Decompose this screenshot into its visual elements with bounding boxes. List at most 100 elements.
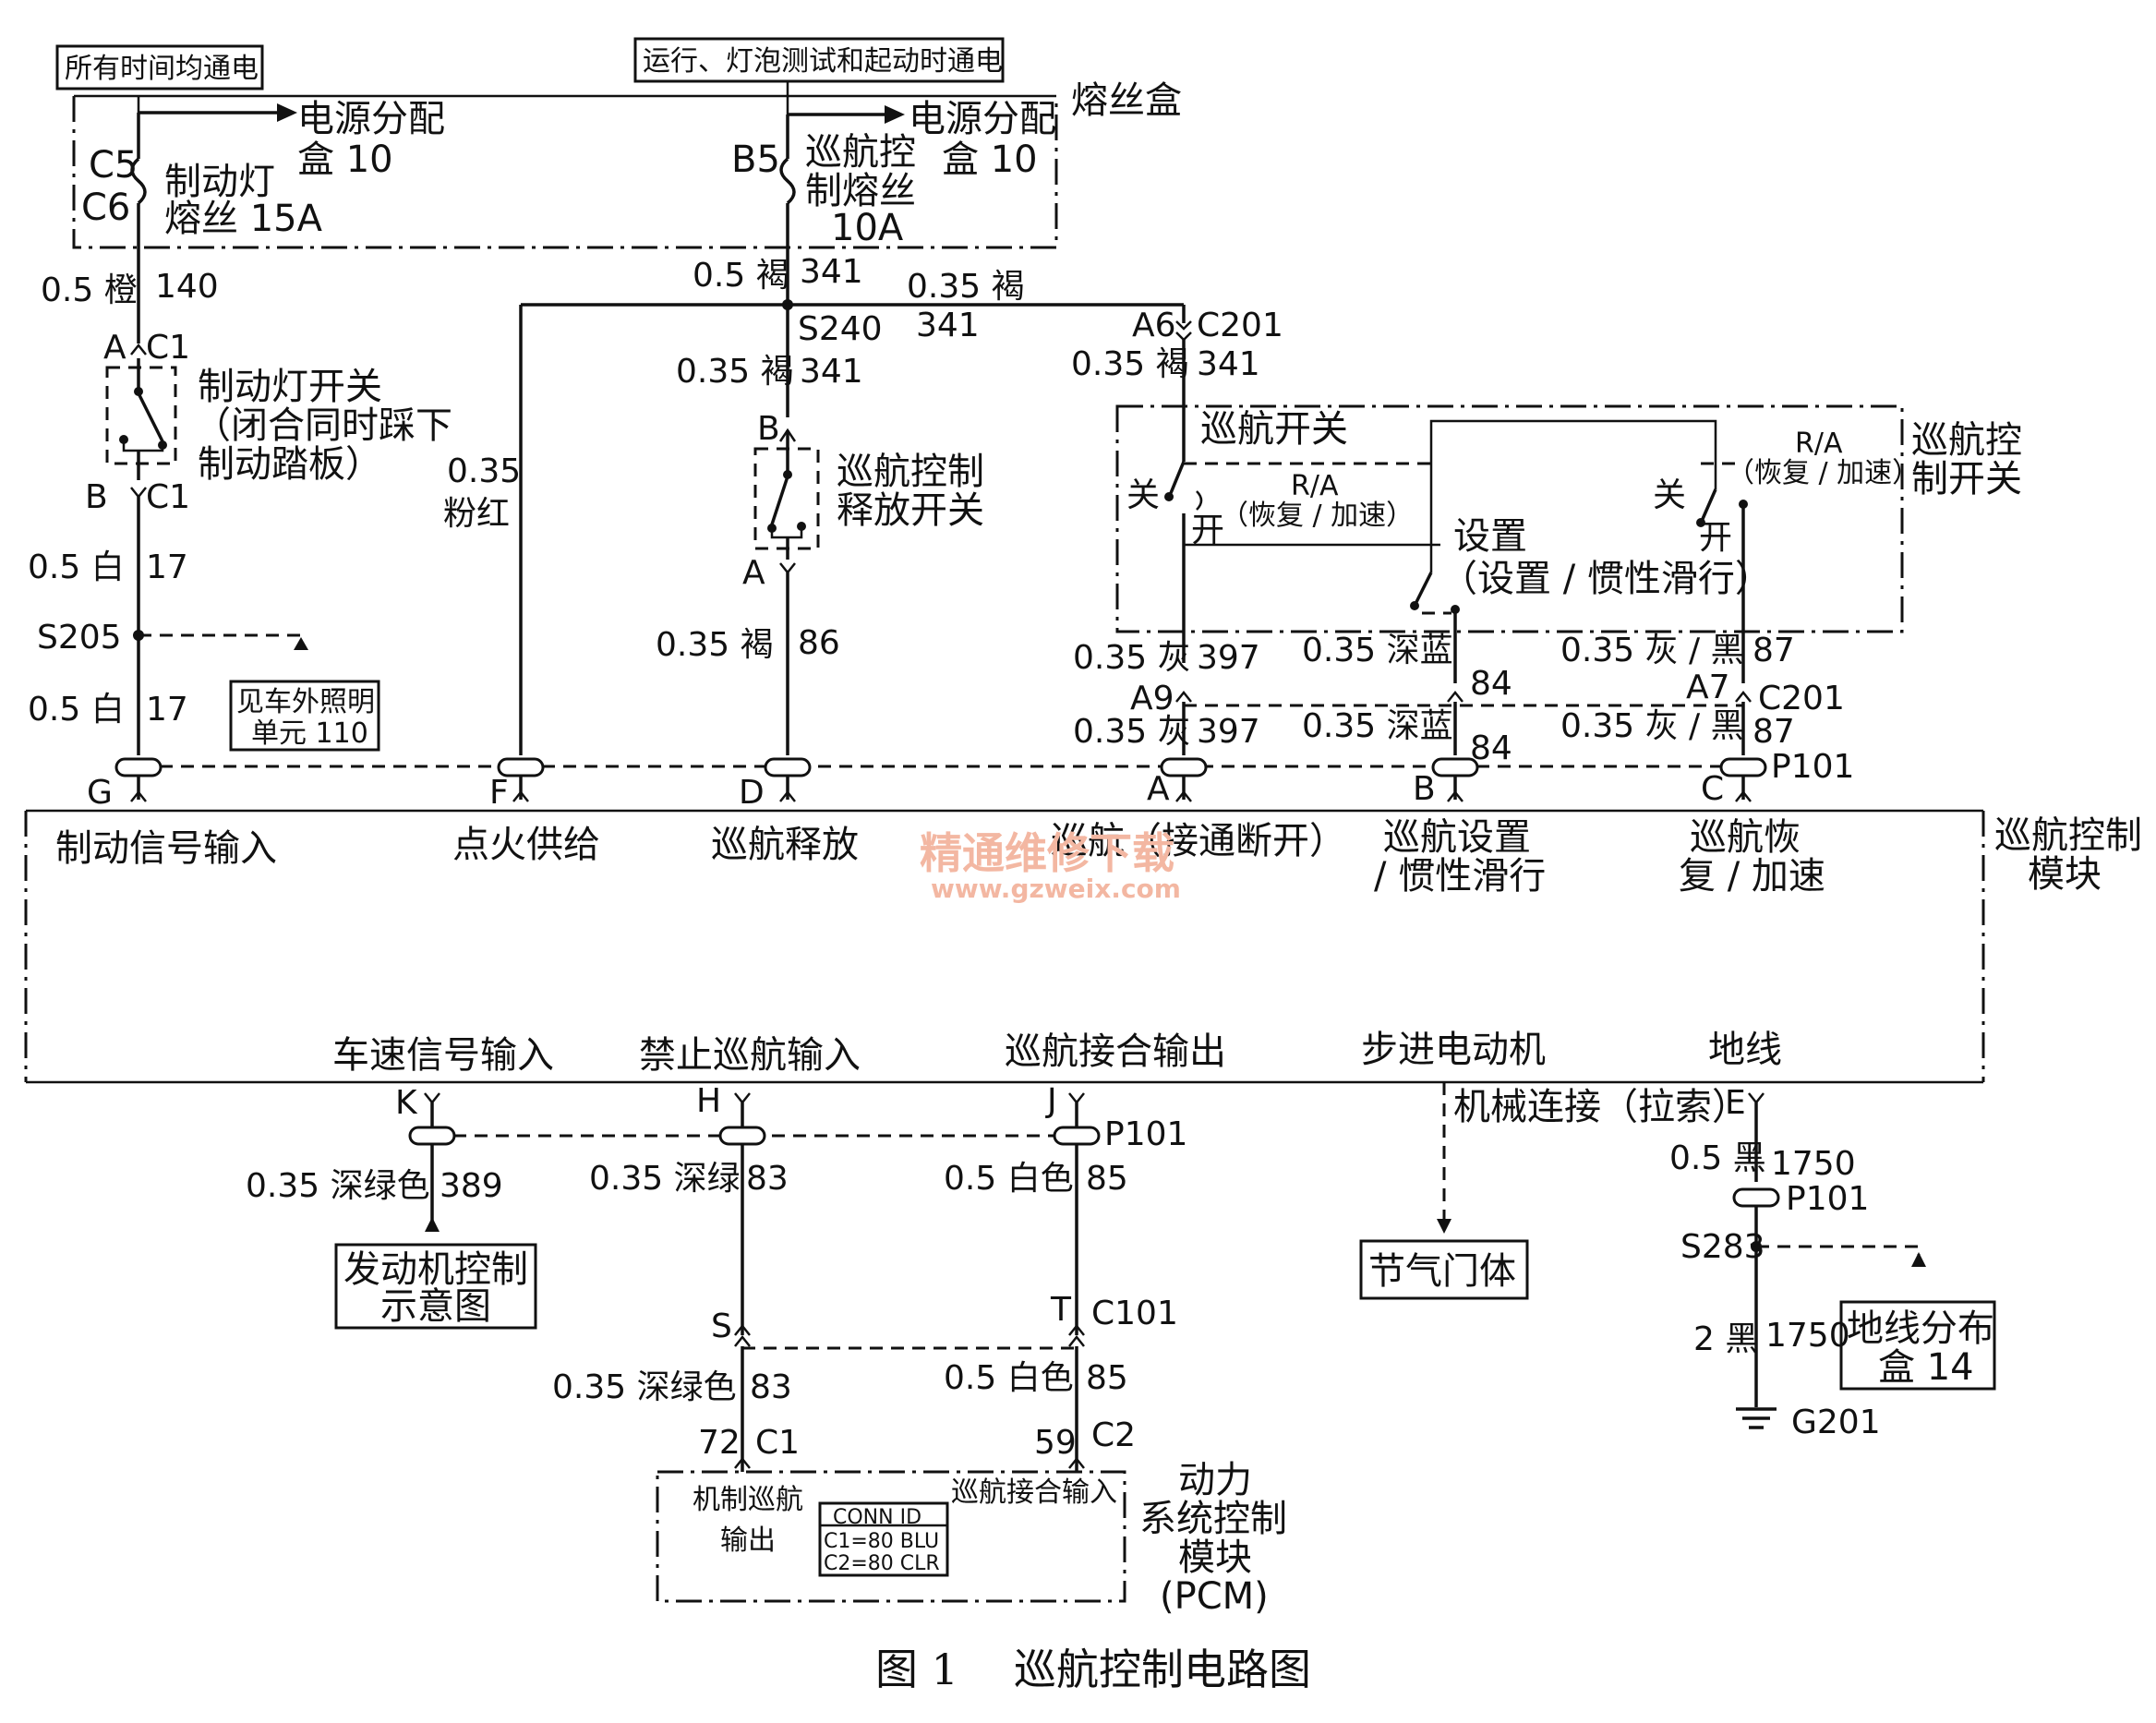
pcm-name-line2: 系统控制 bbox=[1139, 1498, 1287, 1540]
wire-389-color: 0.35 深绿色 bbox=[246, 1167, 430, 1205]
pin-b-label: B bbox=[1413, 770, 1436, 808]
cruise-switch-module-line2: 制开关 bbox=[1911, 458, 2022, 500]
brake-switch-housing bbox=[105, 366, 177, 465]
input-vehicle-speed: 车速信号输入 bbox=[332, 1034, 554, 1077]
fuse2-name-line3: 10A bbox=[831, 207, 904, 249]
set-contact-left bbox=[1410, 601, 1419, 610]
wire-83-a-number: 83 bbox=[746, 1160, 789, 1198]
wire-1750-a-color: 0.5 黑 bbox=[1669, 1139, 1766, 1177]
fuse2-name-line1: 巡航控 bbox=[805, 131, 916, 174]
run-hot-label: 运行、灯泡测试和起动时通电 bbox=[643, 45, 1003, 78]
mech-link-arrow bbox=[1437, 1219, 1451, 1234]
pcm-conn-c2: C2 bbox=[1091, 1416, 1136, 1454]
brake-switch-top-connector bbox=[130, 343, 147, 355]
input-inhibit: 禁止巡航输入 bbox=[639, 1034, 861, 1077]
release-switch-contact-right bbox=[797, 522, 806, 531]
set-blade bbox=[1415, 572, 1433, 603]
pin-h-label: H bbox=[696, 1082, 721, 1120]
s283-branch bbox=[1756, 1245, 1921, 1267]
lighting-ref-line2: 单元 110 bbox=[251, 717, 368, 750]
throttle-label: 节气门体 bbox=[1368, 1250, 1516, 1293]
mech-link-label: 机械连接（拉索） bbox=[1453, 1086, 1749, 1128]
release-switch-name-line1: 巡航控制 bbox=[837, 451, 984, 493]
brake-switch-name-line1: 制动灯开关 bbox=[198, 366, 382, 408]
pin-j-label: J bbox=[1045, 1082, 1057, 1120]
splice-s205-label: S205 bbox=[37, 619, 122, 657]
release-switch-contact-top bbox=[783, 470, 792, 479]
dist-box-1-line1: 电源分配 bbox=[297, 98, 445, 140]
wire-397-a-color: 0.35 灰 bbox=[1073, 639, 1191, 677]
ground-dist-box bbox=[1839, 1300, 1996, 1391]
ground-dist-line2: 盒 14 bbox=[1878, 1346, 1974, 1389]
input-release: 巡航释放 bbox=[711, 824, 859, 866]
connector-g-body bbox=[114, 757, 163, 777]
cruise-fuse-branch: 0.5 褐 341 S240 0.35 褐 341 0.35 粉红 0.35 褐… bbox=[443, 247, 1184, 755]
wire-87-a-number: 87 bbox=[1753, 632, 1795, 669]
fuse-box: 所有时间均通电 运行、灯泡测试和起动时通电 熔丝盒 电源分配 盒 10 电源分配… bbox=[55, 37, 1182, 249]
ground-branch: 0.5 黑 1750 P101 S283 地线分布 盒 14 2 黑 1750 … bbox=[1669, 1102, 1996, 1441]
pcm-housing bbox=[656, 1470, 1126, 1603]
c101-label: C101 bbox=[1091, 1295, 1178, 1332]
connector-k-body bbox=[408, 1126, 456, 1146]
input-ignition: 点火供给 bbox=[452, 824, 600, 866]
pin-k-label: K bbox=[395, 1084, 418, 1122]
brake-switch-branch: 0.5 橙 140 A C1 制动灯开关 （闭合同时踩下 制动踏板） B C1 … bbox=[28, 247, 452, 755]
ra-2-label: R/A bbox=[1795, 428, 1843, 460]
wire-1750-b-color: 2 黑 bbox=[1693, 1320, 1758, 1358]
pcm-name-line3: 模块 bbox=[1178, 1536, 1252, 1579]
input-ra-line1: 巡航恢 bbox=[1690, 816, 1801, 859]
run-hot-box bbox=[633, 37, 1005, 83]
onoff-off-label: 关 bbox=[1126, 476, 1160, 514]
release-switch-blade bbox=[770, 476, 789, 525]
ra-2-desc: （恢复 / 加速） bbox=[1727, 457, 1920, 489]
module-ground-label: 地线 bbox=[1708, 1029, 1782, 1071]
wire-87-b-color: 0.35 灰 / 黑 bbox=[1560, 707, 1744, 745]
c201-name: C201 bbox=[1758, 680, 1845, 717]
wire-389-arrow bbox=[425, 1217, 440, 1232]
internal-bridge bbox=[1429, 419, 1717, 545]
stepper-link: 机械连接（拉索） 节气门体 bbox=[1359, 1082, 1749, 1300]
wire-86-color: 0.35 褐 bbox=[656, 626, 774, 664]
wire-87-a-color: 0.35 灰 / 黑 bbox=[1560, 632, 1744, 669]
stepper-motor-label: 步进电动机 bbox=[1361, 1029, 1546, 1071]
engine-ref-box bbox=[334, 1243, 537, 1330]
wire-389-number: 389 bbox=[440, 1167, 503, 1205]
pin-f-label: F bbox=[489, 774, 509, 812]
brake-switch-bottom-pin: B bbox=[85, 478, 108, 516]
onoff-on-label: 开 bbox=[1191, 512, 1224, 549]
pin-e-label: E bbox=[1725, 1084, 1746, 1122]
wire-83-b-number: 83 bbox=[750, 1368, 792, 1406]
splice-s240-label: S240 bbox=[798, 310, 883, 348]
c201-pin-a9: A9 bbox=[1130, 680, 1174, 717]
fuse1-name-line1: 制动灯 bbox=[164, 161, 275, 203]
fuse1-name-line2: 熔丝 15A bbox=[164, 198, 323, 240]
fuse1-symbol bbox=[130, 157, 147, 205]
onoff-contact-on bbox=[1196, 490, 1203, 511]
throttle-box bbox=[1359, 1239, 1529, 1300]
input-set-line2: / 惯性滑行 bbox=[1374, 855, 1546, 898]
input-brake-signal: 制动信号输入 bbox=[55, 827, 277, 870]
brake-switch-contact-right bbox=[158, 440, 167, 450]
ground-g201-label: G201 bbox=[1791, 1404, 1881, 1441]
wire-84-a-number: 84 bbox=[1470, 665, 1512, 703]
figure-caption: 图 1 巡航控制电路图 bbox=[875, 1645, 1311, 1694]
input-ra-line2: 复 / 加速 bbox=[1679, 855, 1825, 898]
wire-397-b-color: 0.35 灰 bbox=[1073, 713, 1191, 751]
dist-box-2-line2: 盒 10 bbox=[942, 139, 1038, 181]
pcm-pin-59: 59 bbox=[1034, 1424, 1077, 1462]
pcm-input-label: 巡航接合输入 bbox=[951, 1476, 1117, 1509]
pin-d-label: D bbox=[739, 774, 765, 812]
input-set-line1: 巡航设置 bbox=[1383, 816, 1531, 859]
fuse2-pin: B5 bbox=[731, 139, 780, 181]
fuse2-name-line2: 制熔丝 bbox=[805, 170, 916, 212]
dist-arrow-1-head bbox=[277, 103, 297, 122]
wire-1750-b-number: 1750 bbox=[1765, 1317, 1850, 1355]
always-hot-box bbox=[55, 44, 264, 90]
ra-off-label: 关 bbox=[1653, 476, 1686, 514]
p101-bottom-row: K H J E P101 0.35 深绿色 389 发动机控制 示意图 0.35… bbox=[246, 1082, 1765, 1472]
wire-pink-line1: 0.35 bbox=[447, 452, 521, 490]
s283-branch-arrow bbox=[1911, 1252, 1926, 1267]
engine-ref-line1: 发动机控制 bbox=[343, 1248, 528, 1291]
release-switch-bottom-pin: A bbox=[742, 554, 765, 592]
